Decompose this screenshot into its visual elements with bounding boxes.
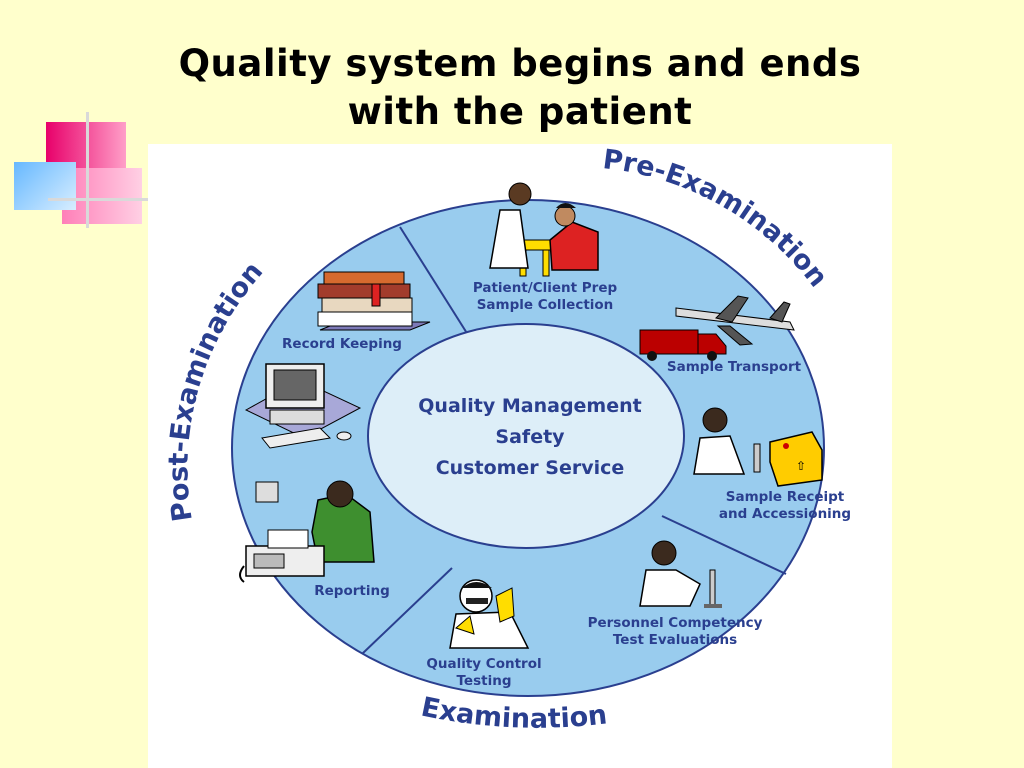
collection-label-2: Sample Collection bbox=[477, 297, 614, 313]
package-icon: ⇧ bbox=[693, 407, 823, 487]
center-line-1: Quality Management bbox=[418, 395, 641, 417]
title-line-2: with the patient bbox=[347, 90, 693, 133]
qc-label-2: Testing bbox=[457, 673, 512, 689]
title-line-1: Quality system begins and ends bbox=[178, 42, 862, 85]
fax-phone-icon bbox=[239, 480, 375, 583]
receipt-label-1: Sample Receipt bbox=[726, 489, 845, 505]
books-icon bbox=[317, 271, 431, 331]
examination-label: Examination bbox=[419, 692, 609, 735]
center-line-3: Customer Service bbox=[436, 457, 625, 479]
divider-line bbox=[399, 226, 471, 339]
receipt-label-2: and Accessioning bbox=[719, 506, 851, 522]
inner-circle bbox=[367, 323, 685, 549]
transport-label: Sample Transport bbox=[667, 359, 802, 375]
divider-line bbox=[661, 515, 787, 575]
page-title: Quality system begins and ends with the … bbox=[0, 40, 1024, 136]
microscope-worker-icon bbox=[449, 579, 530, 649]
lab-technician-icon bbox=[639, 540, 722, 608]
collection-label-1: Patient/Client Prep bbox=[473, 280, 618, 296]
personnel-label-1: Personnel Competency bbox=[588, 615, 763, 631]
decor-vline bbox=[86, 112, 89, 228]
quality-cycle-diagram: Pre-Examination Post-Examination Examina… bbox=[163, 144, 851, 735]
phlebotomist-icon bbox=[489, 182, 599, 277]
diagram-panel: Pre-Examination Post-Examination Examina… bbox=[148, 144, 892, 768]
divider-line bbox=[361, 567, 453, 655]
svg-text:⇧: ⇧ bbox=[796, 459, 806, 473]
reporting-label: Reporting bbox=[314, 583, 390, 599]
records-label: Record Keeping bbox=[282, 336, 402, 352]
qc-label-1: Quality Control bbox=[426, 656, 541, 672]
decor-hline bbox=[48, 198, 158, 201]
decor-blue-square bbox=[14, 162, 76, 210]
personnel-label-2: Test Evaluations bbox=[613, 632, 737, 648]
airplane-truck-icon bbox=[639, 295, 795, 361]
computer-icon bbox=[244, 363, 362, 449]
center-line-2: Safety bbox=[495, 426, 565, 448]
